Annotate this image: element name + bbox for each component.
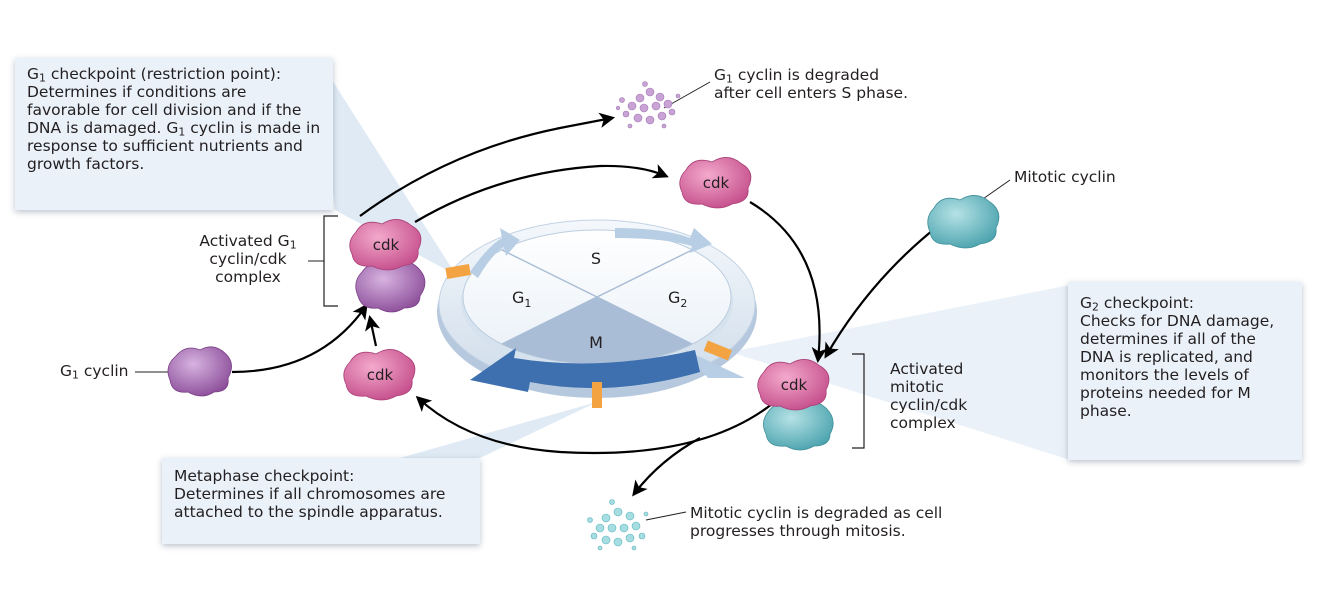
ring-arrow-s-to-g2 — [615, 228, 712, 253]
free-cdk-protein-s — [679, 157, 752, 209]
activated-g1-complex-bracket — [323, 215, 338, 307]
arrow-complex-to-degraded-mitotic-cyclin — [632, 437, 701, 497]
g2-checkpoint-line: Checks for DNA damage, — [1080, 312, 1275, 330]
g2-checkpoint-box: G2 checkpoint: Checks for DNA damage, de… — [1068, 282, 1302, 460]
activated-mitotic-complex-bracket — [852, 353, 865, 449]
g2-checkpoint-marker — [703, 340, 732, 361]
ring-arrow-g1-to-s — [470, 228, 520, 278]
activated-mitotic-complex-label: Activated mitotic cyclin/cdk complex — [890, 360, 968, 432]
g1-checkpoint-line: response to sufficient nutrients and — [27, 137, 303, 155]
mitotic-complex-cdk — [757, 359, 830, 411]
phase-label-g2: G2 — [668, 288, 687, 310]
free-cdk-protein-g1 — [343, 349, 416, 401]
degraded-g1-cyclin — [615, 81, 681, 129]
g2-checkpoint-title: G2 checkpoint: — [1080, 294, 1194, 314]
arrow-complex-to-degraded-g1-cyclin — [359, 112, 616, 217]
g1-complex-cdk-label: cdk — [373, 236, 400, 254]
g1-checkpoint-line: growth factors. — [27, 155, 145, 173]
leader-line — [645, 511, 687, 521]
m-phase-sector — [502, 297, 692, 364]
g2-checkpoint-line: proteins needed for M — [1080, 384, 1251, 402]
arrow-g1-cyclin-to-complex — [231, 303, 368, 374]
mitotic-complex-cdk-label: cdk — [781, 376, 808, 394]
metaphase-checkpoint-line: Determines if all chromosomes are — [174, 485, 446, 503]
phase-label-g1: G1 — [512, 288, 531, 310]
free-cdk-label-s: cdk — [703, 174, 730, 192]
mitotic-cyclin-label: Mitotic cyclin — [1014, 168, 1116, 186]
g1-checkpoint-marker — [445, 263, 471, 279]
metaphase-checkpoint-callout-wedge — [400, 402, 597, 458]
metaphase-checkpoint-box: Metaphase checkpoint: Determines if all … — [162, 458, 480, 544]
mitotic-cyclin-protein — [927, 195, 1000, 249]
g1-checkpoint-title: G1 checkpoint (restriction point): — [27, 65, 282, 85]
arrow-complex-to-free-cdk-g1 — [415, 395, 773, 455]
g1-cyclin-protein — [167, 346, 232, 397]
arrow-cdk-to-mitotic-complex — [749, 201, 827, 364]
g2-checkpoint-line: monitors the levels of — [1080, 366, 1249, 384]
arrow-complex-to-free-cdk-s — [414, 164, 669, 223]
metaphase-checkpoint-title: Metaphase checkpoint: — [174, 467, 355, 485]
arrow-cdk-to-complex — [365, 314, 381, 347]
g1-checkpoint-callout-wedge — [318, 58, 456, 275]
g2-checkpoint-line: phase. — [1080, 402, 1132, 420]
g1-checkpoint-line: Determines if conditions are — [27, 83, 247, 101]
g1-checkpoint-box: G1 checkpoint (restriction point): Deter… — [15, 58, 333, 210]
ring-arrow-g2-to-m — [685, 350, 745, 378]
g1-cyclin-label: G1 cyclin — [60, 362, 129, 382]
sector-divider — [501, 249, 693, 345]
ring-arrow-m-to-g1 — [470, 348, 700, 392]
phase-label-m: M — [589, 333, 603, 352]
metaphase-checkpoint-line: attached to the spindle apparatus. — [174, 503, 443, 521]
g1-checkpoint-line: DNA is damaged. G1 cyclin is made in — [27, 119, 321, 139]
g1-cyclin-degraded-label: G1 cyclin is degraded after cell enters … — [714, 66, 909, 102]
phase-label-s: S — [591, 249, 601, 268]
g1-complex-cdk — [349, 219, 422, 271]
g2-checkpoint-callout-wedge — [730, 285, 1070, 460]
arrow-mitotic-cyclin-to-complex — [824, 225, 939, 359]
activated-g1-complex-label: Activated G1 cyclin/cdk complex — [199, 232, 297, 286]
degraded-mitotic-cyclin — [587, 499, 649, 551]
mitotic-cyclin-degraded-label: Mitotic cyclin is degraded as cell progr… — [690, 504, 943, 540]
g1-checkpoint-line: favorable for cell division and if the — [27, 101, 302, 119]
g2-checkpoint-line: DNA is replicated, and — [1080, 348, 1253, 366]
g2-checkpoint-line: determines if all of the — [1080, 330, 1256, 348]
free-cdk-label-g1: cdk — [367, 366, 394, 384]
metaphase-checkpoint-marker — [592, 382, 602, 408]
